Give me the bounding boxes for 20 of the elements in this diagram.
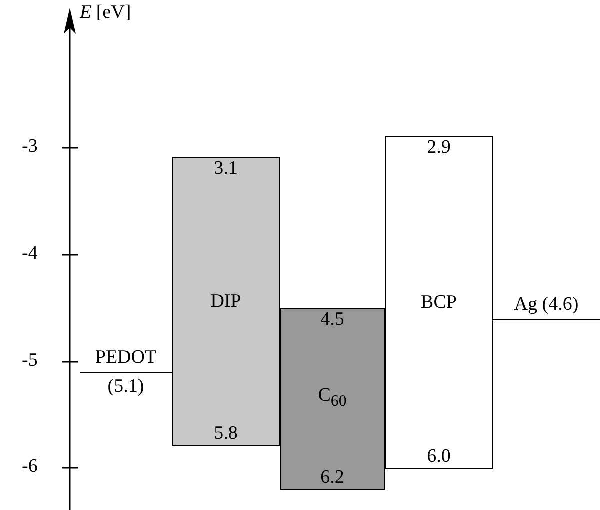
energy-value: 5.8	[214, 423, 238, 445]
level-label: PEDOT	[95, 347, 157, 369]
material-label: BCP	[421, 292, 457, 314]
tick-label: -4	[22, 243, 38, 265]
level-label: Ag (4.6)	[514, 294, 579, 316]
tick-label: -3	[22, 136, 38, 158]
energy-value: 6.0	[427, 446, 451, 468]
material-label: C$_{60}$	[318, 385, 347, 412]
energy-value: 3.1	[214, 158, 238, 180]
axis-title: E [eV]	[80, 2, 132, 24]
material-label: DIP	[210, 290, 242, 312]
energy-bar	[280, 308, 385, 490]
energy-value: 4.5	[320, 309, 344, 331]
energy-value: 6.2	[320, 466, 344, 489]
tick-label: -5	[22, 350, 38, 372]
level-label: (5.1)	[108, 376, 144, 398]
energy-bar	[385, 136, 493, 469]
tick-label: -6	[22, 456, 38, 478]
energy-value: 2.9	[427, 137, 451, 159]
energy-bar	[172, 157, 280, 446]
